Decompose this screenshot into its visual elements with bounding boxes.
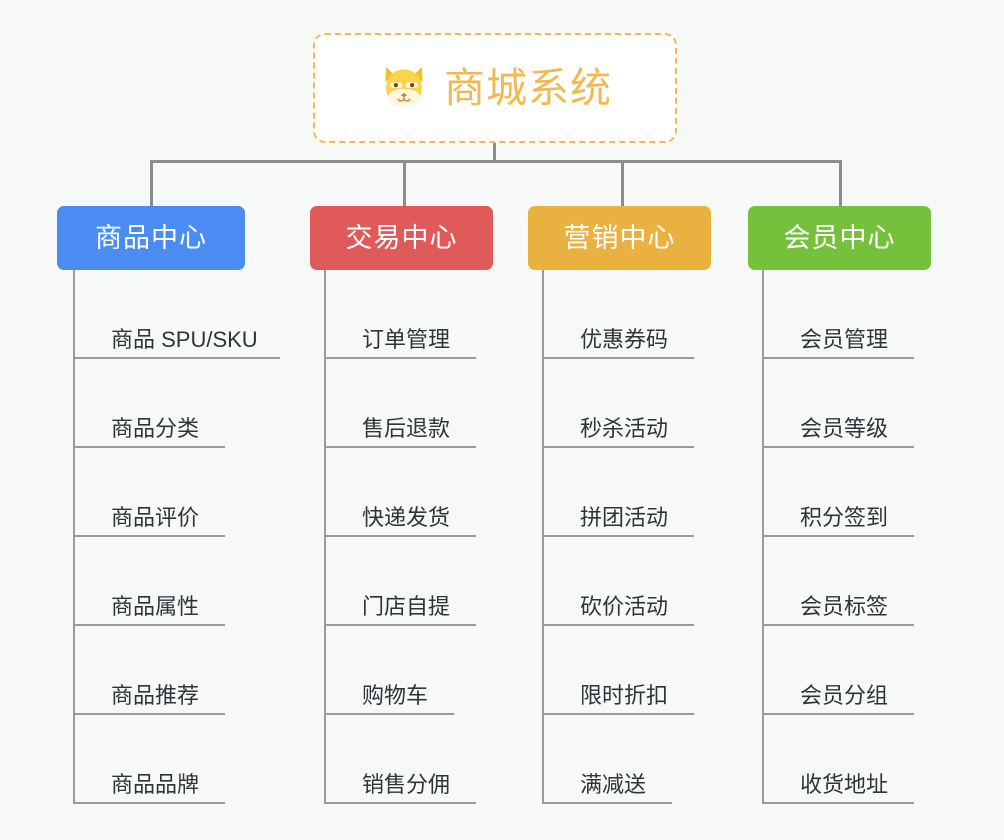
leaf-item[interactable]: 商品属性 [73,537,225,626]
root-node-mall-system[interactable]: 商城系统 [313,33,677,143]
leaf-label: 商品属性 [111,594,200,619]
connector-drop-4 [839,160,842,206]
leaf-spine [73,270,75,804]
leaf-underline [324,802,476,804]
connector-drop-3 [621,160,624,206]
leaf-underline [73,535,225,537]
leaf-item[interactable]: 积分签到 [762,448,914,537]
category-box-1[interactable]: 商品中心 [57,206,245,270]
leaf-column-2: 订单管理售后退款快递发货门店自提购物车销售分佣 [324,270,584,804]
leaf-underline [542,713,694,715]
category-label: 营销中心 [563,222,676,253]
leaf-item[interactable]: 商品评价 [73,448,225,537]
leaf-item[interactable]: 优惠券码 [542,270,694,359]
category-box-3[interactable]: 营销中心 [528,206,711,270]
leaf-label: 会员等级 [800,416,889,441]
leaf-label: 商品 SPU/SKU [111,327,258,352]
leaf-item[interactable]: 会员等级 [762,359,914,448]
leaf-label: 满减送 [580,772,647,797]
leaf-item[interactable]: 订单管理 [324,270,476,359]
leaf-label: 收货地址 [800,772,889,797]
leaf-label: 拼团活动 [580,505,669,530]
leaf-label: 商品推荐 [111,683,200,708]
leaf-underline [762,446,914,448]
leaf-underline [324,357,476,359]
leaf-item[interactable]: 拼团活动 [542,448,694,537]
leaf-label: 会员标签 [800,594,889,619]
leaf-item[interactable]: 门店自提 [324,537,476,626]
leaf-item[interactable]: 收货地址 [762,715,914,804]
connector-drop-1 [150,160,153,206]
connector-root-stem [493,143,496,161]
leaf-underline [762,624,914,626]
root-title: 商城系统 [444,64,612,111]
leaf-column-3: 优惠券码秒杀活动拼团活动砍价活动限时折扣满减送 [542,270,802,804]
leaf-underline [762,535,914,537]
connector-horizontal-bar [150,160,840,163]
leaf-item[interactable]: 商品品牌 [73,715,225,804]
leaf-underline [762,802,914,804]
leaf-item[interactable]: 销售分佣 [324,715,476,804]
leaf-underline [542,357,694,359]
leaf-column-4: 会员管理会员等级积分签到会员标签会员分组收货地址 [762,270,1004,804]
category-box-4[interactable]: 会员中心 [748,206,931,270]
shiba-dog-face-icon [385,66,423,108]
leaf-underline [324,446,476,448]
leaf-spine [324,270,326,804]
connector-drop-2 [403,160,406,206]
leaf-label: 积分签到 [800,505,889,530]
leaf-item[interactable]: 商品 SPU/SKU [73,270,280,359]
category-label: 商品中心 [95,222,207,253]
leaf-item[interactable]: 商品分类 [73,359,225,448]
leaf-column-1: 商品 SPU/SKU 商品分类商品评价商品属性商品推荐商品品牌 [73,270,333,804]
category-label: 会员中心 [783,222,896,253]
leaf-item[interactable]: 秒杀活动 [542,359,694,448]
leaf-item[interactable]: 商品推荐 [73,626,225,715]
leaf-underline [73,713,225,715]
category-label: 交易中心 [345,222,458,253]
leaf-item[interactable]: 售后退款 [324,359,476,448]
leaf-label: 砍价活动 [580,594,669,619]
leaf-item[interactable]: 会员标签 [762,537,914,626]
leaf-label: 门店自提 [362,594,451,619]
leaf-label: 限时折扣 [580,683,669,708]
leaf-item[interactable]: 砍价活动 [542,537,694,626]
leaf-underline [762,713,914,715]
leaf-underline [542,624,694,626]
leaf-underline [73,624,225,626]
leaf-item[interactable]: 满减送 [542,715,672,804]
category-box-2[interactable]: 交易中心 [310,206,493,270]
leaf-label: 商品分类 [111,416,200,441]
leaf-item[interactable]: 快递发货 [324,448,476,537]
leaf-underline [73,802,225,804]
leaf-label: 商品品牌 [111,772,200,797]
leaf-item[interactable]: 会员分组 [762,626,914,715]
leaf-label: 售后退款 [362,416,451,441]
leaf-item[interactable]: 限时折扣 [542,626,694,715]
leaf-label: 优惠券码 [580,327,669,352]
leaf-item[interactable]: 购物车 [324,626,454,715]
leaf-label: 销售分佣 [362,772,451,797]
leaf-label: 购物车 [362,683,429,708]
leaf-underline [324,624,476,626]
leaf-underline [324,535,476,537]
leaf-underline [324,713,454,715]
leaf-underline [762,357,914,359]
leaf-item[interactable]: 会员管理 [762,270,914,359]
leaf-label: 会员分组 [800,683,889,708]
leaf-underline [73,357,280,359]
leaf-spine [542,270,544,804]
leaf-spine [762,270,764,804]
leaf-underline [73,446,225,448]
leaf-label: 商品评价 [111,505,200,530]
leaf-underline [542,446,694,448]
leaf-label: 订单管理 [362,327,451,352]
leaf-label: 会员管理 [800,327,889,352]
leaf-underline [542,535,694,537]
leaf-label: 快递发货 [362,505,451,530]
leaf-underline [542,802,672,804]
leaf-label: 秒杀活动 [580,416,669,441]
